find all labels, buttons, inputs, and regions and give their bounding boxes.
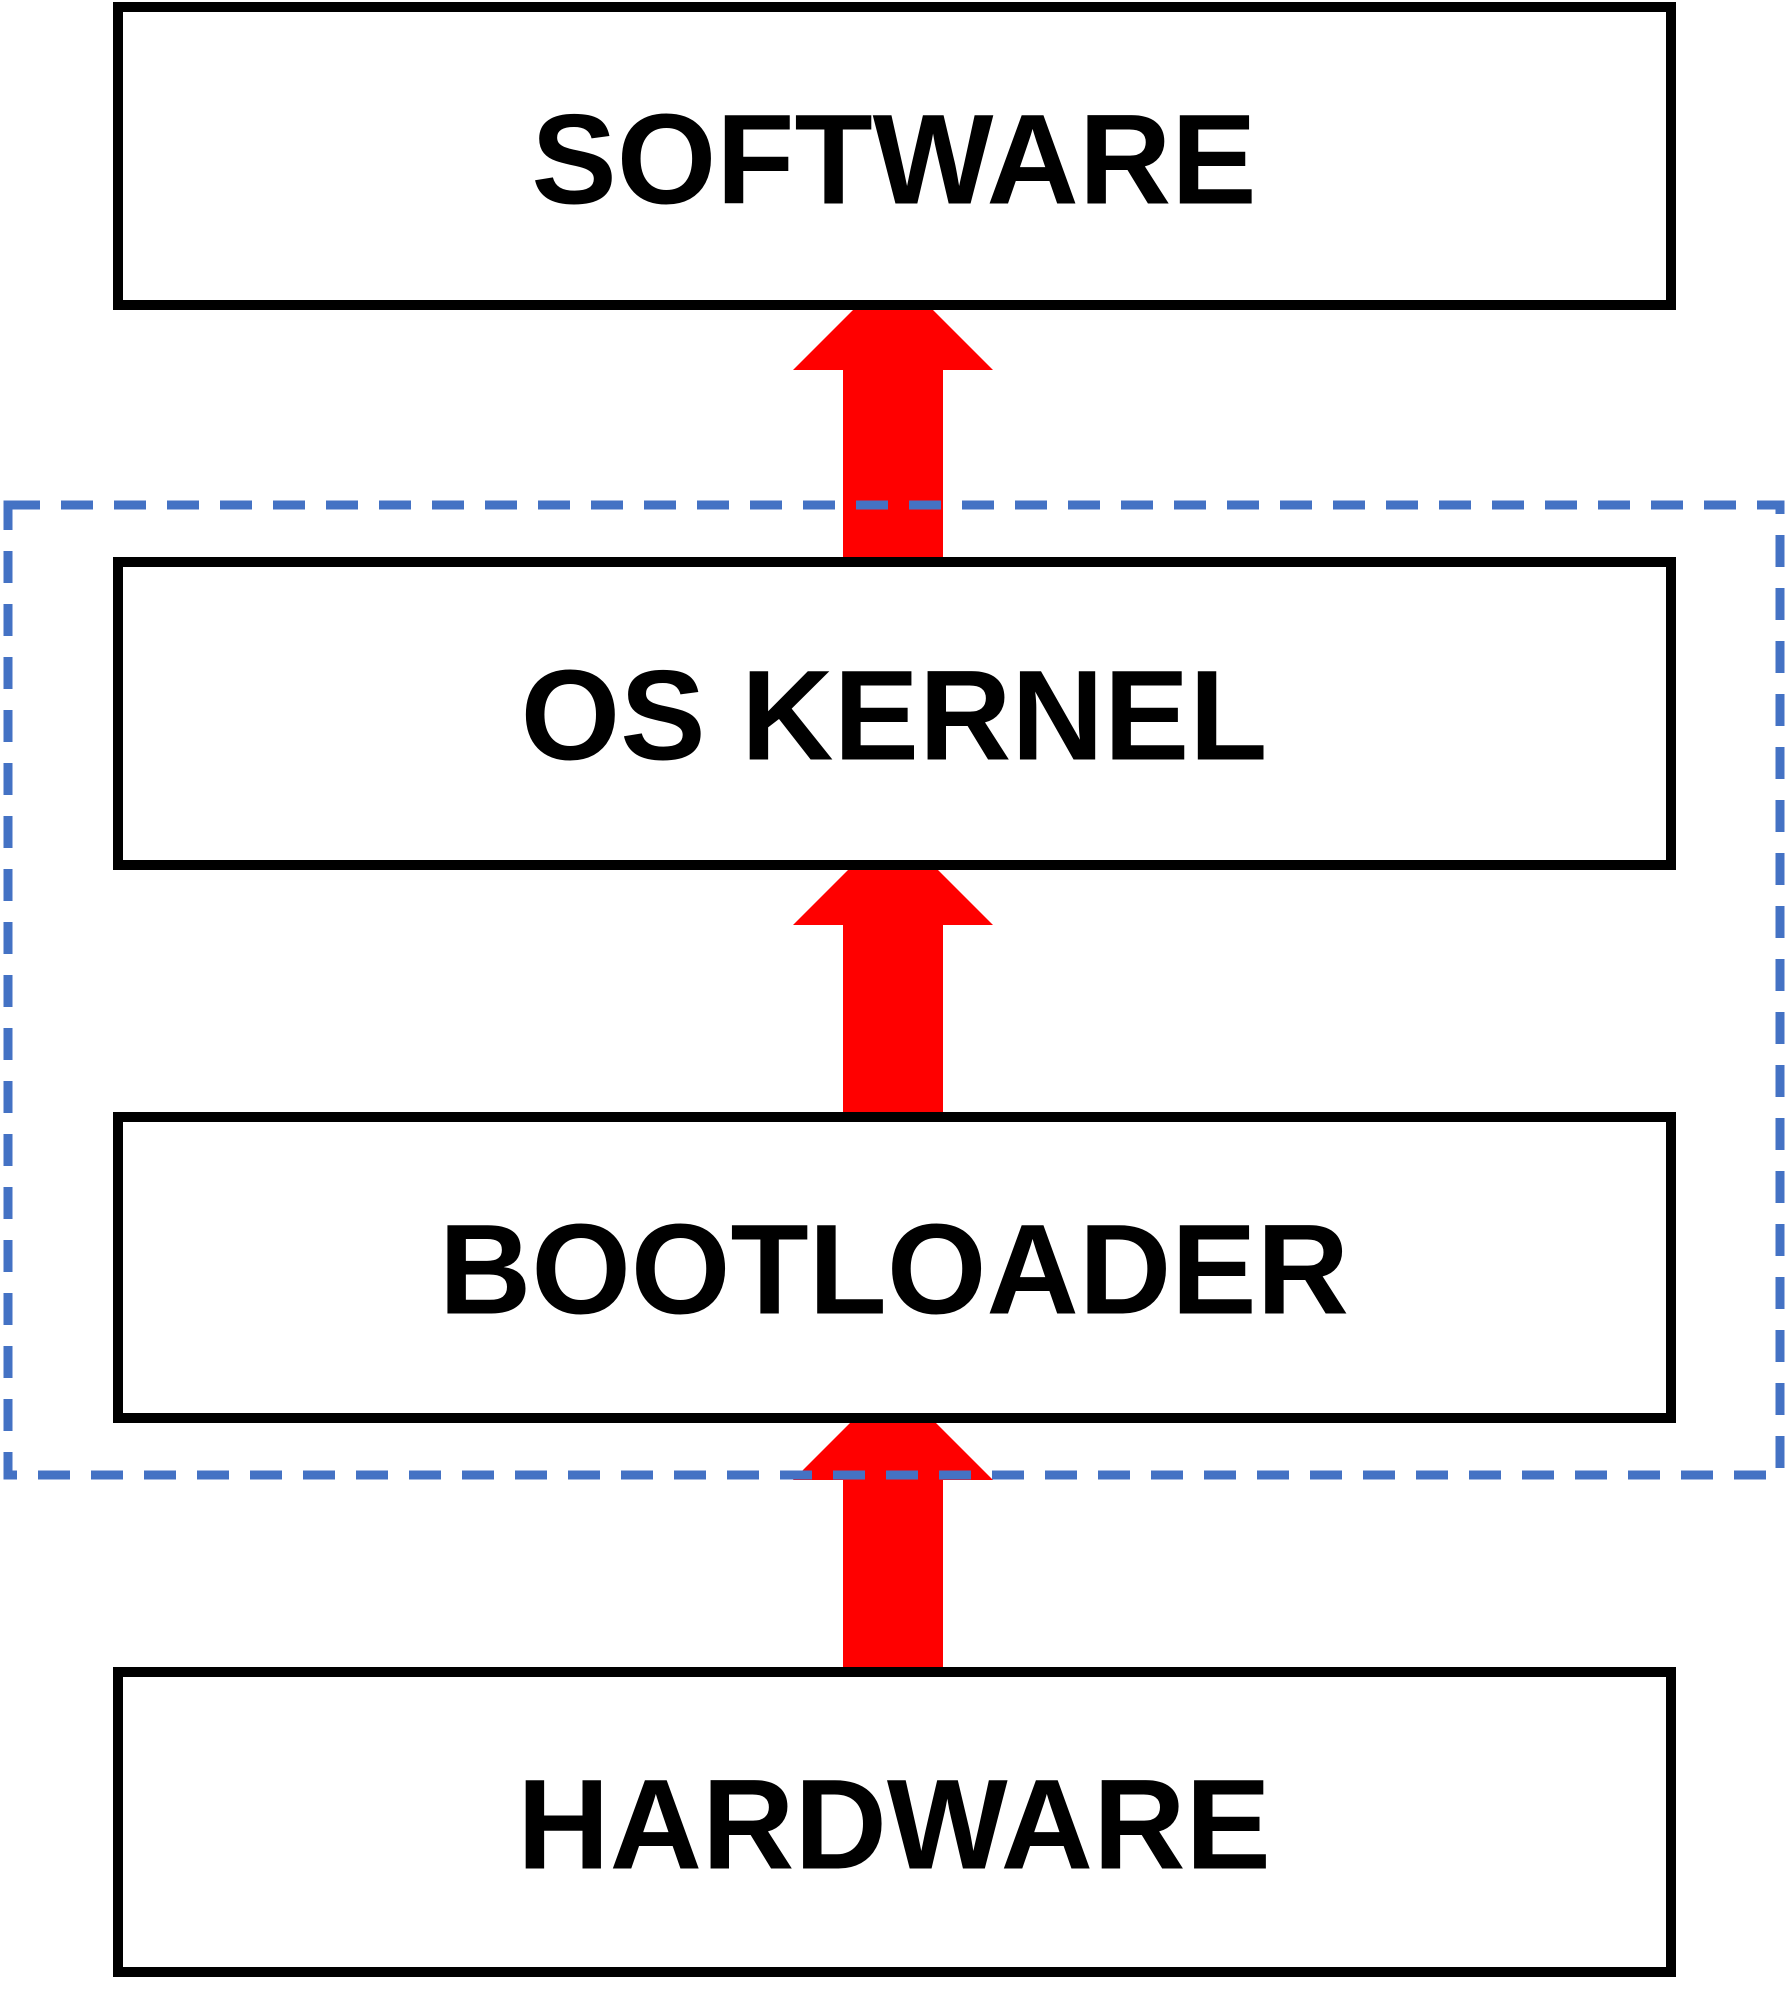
layer-box-os-kernel: OS KERNEL [113, 557, 1676, 870]
arrow-up-icon [793, 825, 993, 1115]
arrow-up-icon [793, 270, 993, 560]
layer-label-bootloader: BOOTLOADER [439, 1199, 1349, 1342]
layer-box-hardware: HARDWARE [113, 1667, 1676, 1977]
arrow-bootloader-to-os-kernel [793, 825, 993, 1115]
arrow-os-kernel-to-software [793, 270, 993, 560]
layer-label-hardware: HARDWARE [517, 1754, 1271, 1897]
layer-label-os-kernel: OS KERNEL [521, 645, 1268, 788]
trusted-boundary [3, 500, 1785, 1480]
arrow-hardware-to-bootloader [793, 1380, 993, 1670]
arrow-up-icon [793, 1380, 993, 1670]
layer-label-software: SOFTWARE [531, 89, 1256, 232]
layer-box-bootloader: BOOTLOADER [113, 1112, 1676, 1423]
layer-box-software: SOFTWARE [113, 2, 1676, 310]
